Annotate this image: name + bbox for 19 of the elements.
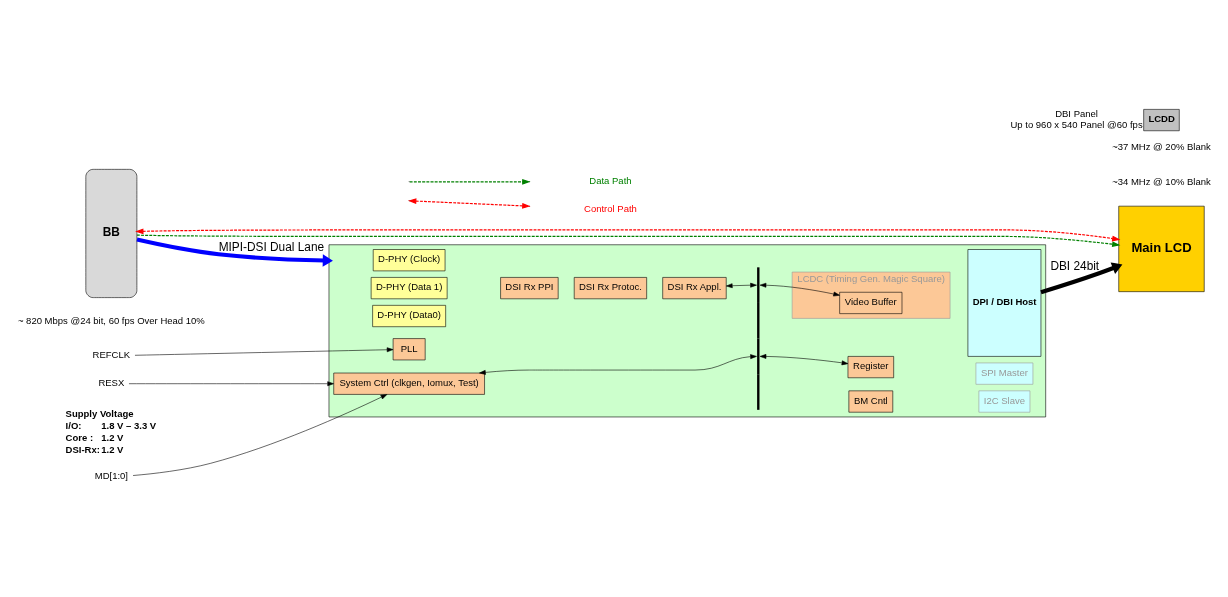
label: 1.8 V – 3.3 V <box>101 420 157 432</box>
label: Core : <box>65 432 94 444</box>
label: Supply Voltage <box>65 408 134 420</box>
legend-label: Data Path <box>589 175 632 187</box>
label: ~37 MHz @ 20% Blank <box>1112 141 1211 153</box>
legend-label: Control Path <box>584 202 637 214</box>
label: I/O: <box>65 420 82 432</box>
node-text: MD[1:0] <box>94 470 128 482</box>
label: 1.2 V <box>101 432 124 444</box>
label: DSI-Rx: <box>65 444 100 456</box>
edge-label: MIPI-DSI Dual Lane <box>218 239 325 254</box>
label: ~34 MHz @ 10% Blank <box>1112 175 1211 187</box>
node-label: Up to 960 x 540 Panel @60 fps <box>1010 118 1143 130</box>
edge-label: DBI 24bit <box>1050 258 1100 273</box>
label: ~ 820 Mbps @24 bit, 60 fps Over Head 10% <box>17 314 205 326</box>
node-text: RESX <box>98 376 125 388</box>
node-text: REFCLK <box>92 349 131 361</box>
label: 1.2 V <box>101 444 124 456</box>
node-label: DBI Panel <box>1055 107 1098 119</box>
